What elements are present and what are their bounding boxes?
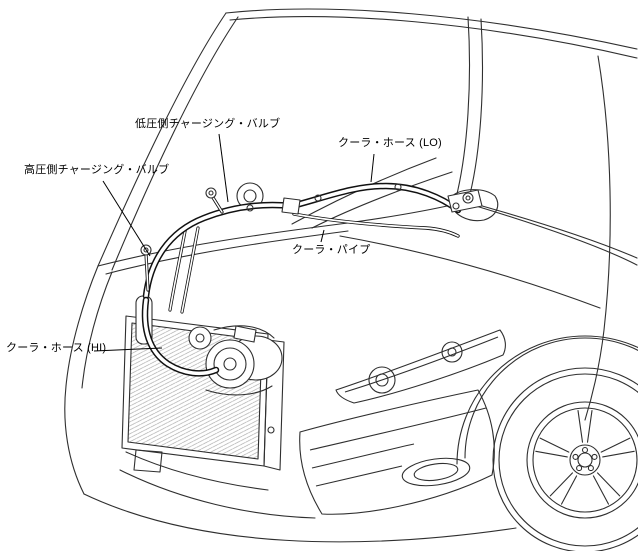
side-mirror xyxy=(451,189,499,222)
hub-outer xyxy=(569,444,601,476)
a-pillar-right xyxy=(455,16,471,199)
hose-union-block xyxy=(281,197,301,215)
leader-cooler-hose-hi xyxy=(93,347,163,352)
wiper-blade-2 xyxy=(311,171,453,229)
strut-mount-inner xyxy=(243,189,257,203)
tensioner-hub xyxy=(195,333,205,343)
hose-clip-2 xyxy=(314,194,322,202)
firewall-bracket-bolt-2 xyxy=(452,202,460,210)
a-pillar-left-inner xyxy=(111,16,239,271)
leader-cooler-hose-lo xyxy=(370,153,375,183)
projector-lens-inner xyxy=(375,373,389,387)
compressor-bracket-top xyxy=(213,325,275,339)
bumper-lip-2 xyxy=(125,451,269,491)
tire-inner xyxy=(498,373,638,547)
cowl-line xyxy=(97,203,457,267)
headlight-outline xyxy=(335,329,506,404)
grille-slat-2 xyxy=(311,443,415,469)
firewall-bracket xyxy=(447,189,483,213)
high-beam-lens-outer xyxy=(441,341,463,363)
compressor-pulley-outer xyxy=(205,339,255,389)
compressor-pulley-mid xyxy=(213,347,247,381)
fittings xyxy=(140,183,483,256)
wheel-arch-flare xyxy=(456,335,638,465)
firewall-bracket-bolt-inner xyxy=(465,195,471,201)
fog-lamp-inner xyxy=(413,462,459,482)
label-low-side-charging-valve: 低圧側チャージング・バルブ xyxy=(135,118,281,130)
refrigerant-lines xyxy=(141,182,462,377)
label-high-side-charging-valve: 高圧側チャージング・バルブ xyxy=(24,164,170,176)
a-pillar-left xyxy=(97,12,227,267)
lug-nuts xyxy=(572,446,598,472)
leader-high-side-valve xyxy=(102,180,151,257)
belt-line-inner xyxy=(475,205,638,266)
fender-left-edge xyxy=(64,265,99,495)
bumper-bottom xyxy=(83,493,517,543)
leader-cooler-pipe xyxy=(320,229,325,243)
tow-hook-cover xyxy=(133,449,163,473)
rim-inner xyxy=(532,407,638,513)
belt-line xyxy=(467,201,638,259)
bracket-bolt-bottom xyxy=(267,426,275,434)
condenser-side-bracket xyxy=(263,339,285,471)
compressor-pulley-hub xyxy=(223,357,237,371)
high-beam-lens-inner xyxy=(447,347,457,357)
roof-line xyxy=(225,8,638,50)
bumper-lip-1 xyxy=(119,469,316,519)
a-pillar-right-inner xyxy=(467,18,484,203)
hose-clip-3 xyxy=(394,183,402,191)
rim-outer xyxy=(526,401,638,519)
compressor-bracket-bottom xyxy=(205,385,273,396)
label-cooler-hose-lo: クーラ・ホース (LO) xyxy=(338,137,442,149)
grille-slat-3 xyxy=(315,465,403,487)
wheel-arch xyxy=(464,337,638,459)
wheel-spokes xyxy=(535,409,635,505)
hood-crease xyxy=(339,235,601,309)
door-seam xyxy=(584,55,611,421)
headlight xyxy=(335,329,506,404)
fog-lamp-outer xyxy=(401,457,471,487)
tire-outer xyxy=(492,367,638,551)
hose-clip-1 xyxy=(246,204,254,212)
low-side-charging-valve-cap xyxy=(205,187,217,199)
roof-line-inner xyxy=(229,16,638,59)
grille-outline xyxy=(299,389,495,515)
fender-left-inner xyxy=(81,271,113,389)
grille-slat-1 xyxy=(309,407,487,451)
headlight-inner-line xyxy=(344,336,499,393)
front-wheel xyxy=(492,367,638,551)
tensioner-pulley xyxy=(188,326,212,350)
hose-connector-block xyxy=(233,325,257,343)
label-cooler-hose-hi: クーラ・ホース (HI) xyxy=(6,342,107,354)
ac-compressor xyxy=(188,325,283,396)
front-grille xyxy=(299,389,495,515)
leader-low-side-valve xyxy=(218,133,229,203)
label-cooler-pipe: クーラ・パイプ xyxy=(292,244,371,256)
cowl-line-inner xyxy=(105,230,349,275)
projector-lens-outer xyxy=(368,366,396,394)
firewall-bracket-bolt-outer xyxy=(462,192,474,204)
leader-lines xyxy=(93,133,375,352)
hub-inner xyxy=(577,452,593,468)
